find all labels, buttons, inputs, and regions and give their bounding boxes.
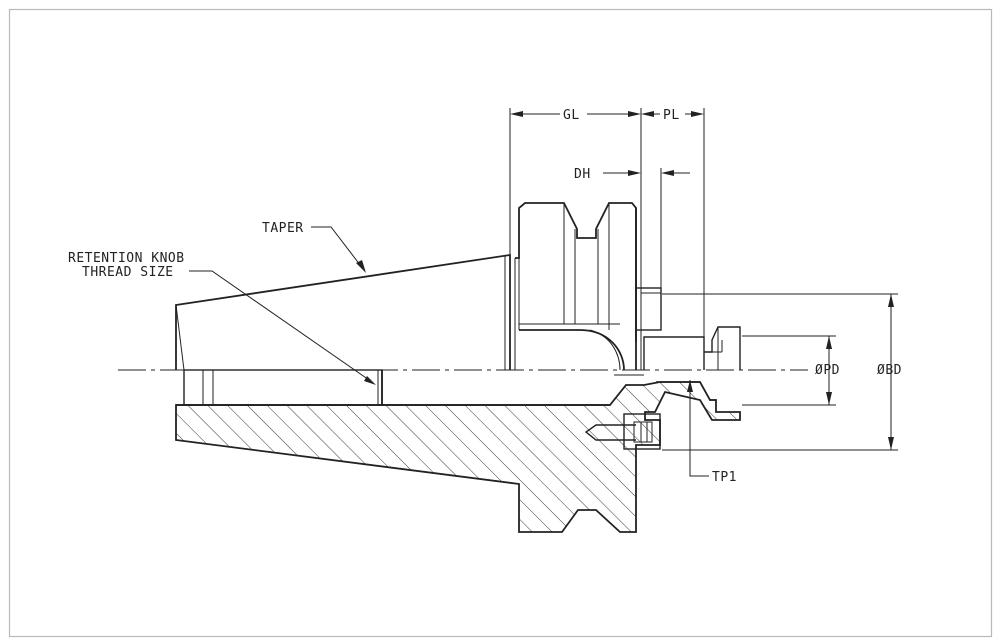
section-view [175,370,741,533]
dimension-dh: DH [574,167,690,288]
drawing-frame [8,8,993,638]
leader-taper: TAPER [262,221,366,273]
retention-knob-label-line1: RETENTION KNOB [68,251,185,266]
pl-label: PL [663,108,680,123]
dimension-bd: ØBD [662,293,902,451]
leader-tp1: TP1 [687,380,737,485]
bd-label: ØBD [877,363,902,378]
leader-retention-knob: RETENTION KNOB THREAD SIZE [68,251,376,385]
dimension-pd: ØPD [742,335,840,406]
gl-label: GL [563,108,580,123]
pd-label: ØPD [815,363,840,378]
tp1-label: TP1 [712,470,737,485]
retention-knob-label-line2: THREAD SIZE [82,265,174,280]
taper-label: TAPER [262,221,304,236]
dimension-gl: GL [509,108,642,255]
dimension-pl: PL [641,108,705,337]
dh-label: DH [574,167,591,182]
